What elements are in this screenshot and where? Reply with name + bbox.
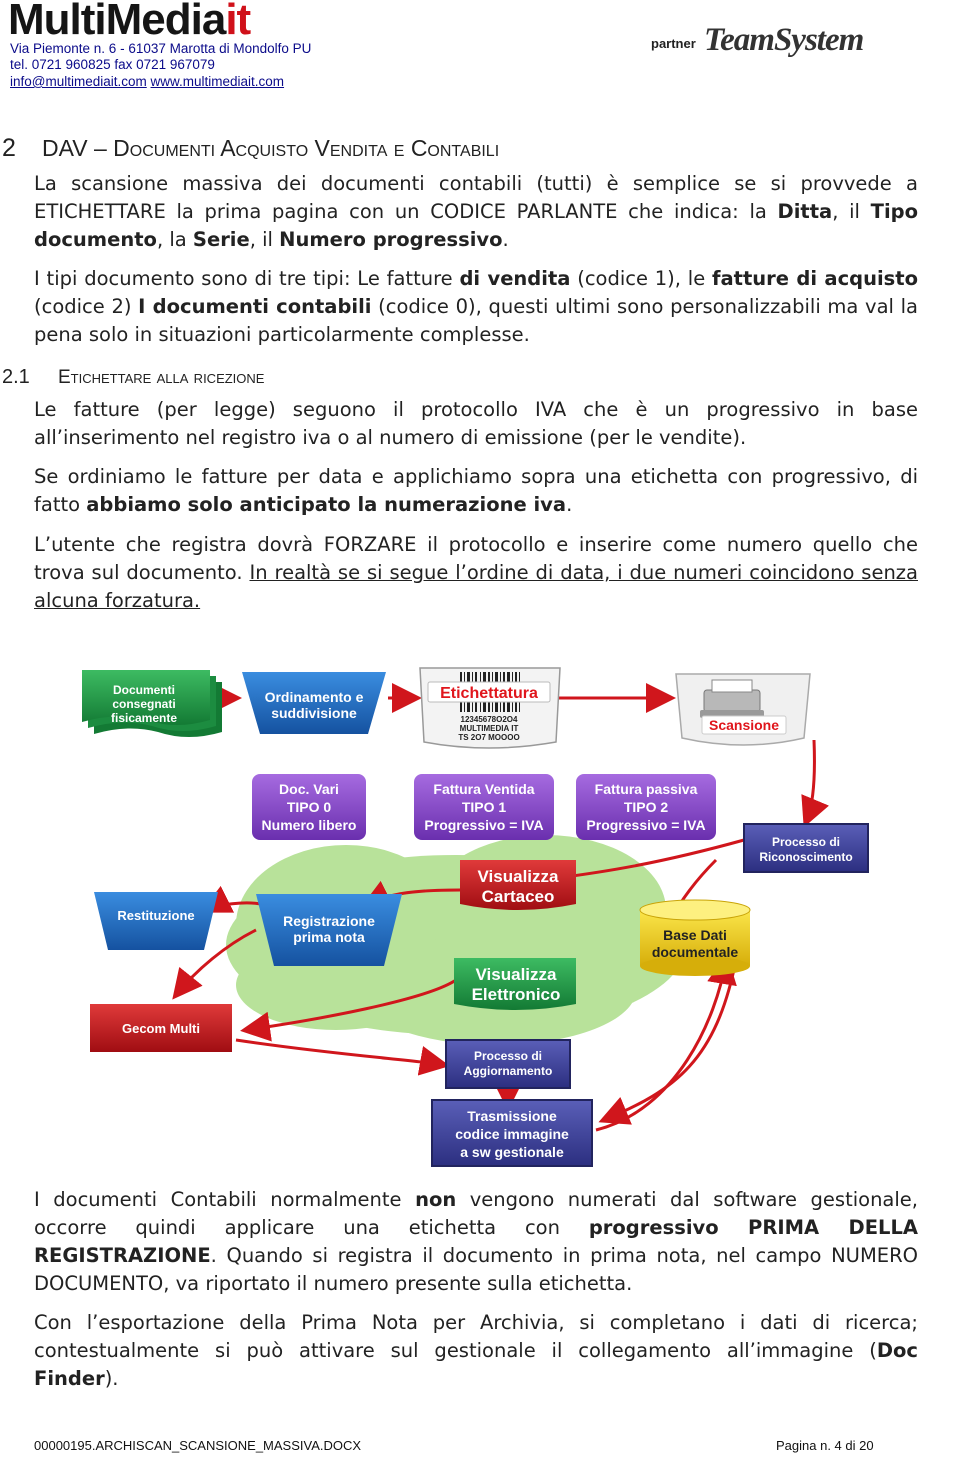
logo-part-1: MultiMedia	[8, 0, 226, 44]
barcode-line-2: MULTIMEDIA IT	[460, 724, 519, 733]
documenti-line-1: Documenti	[113, 683, 175, 697]
gecom-label: Gecom Multi	[122, 1021, 200, 1036]
footer-filename: 00000195.ARCHISCAN_SCANSIONE_MASSIVA.DOC…	[34, 1438, 362, 1453]
scansione-label: Scansione	[709, 717, 779, 733]
riconoscimento-node: Processo di Riconoscimento	[743, 823, 869, 873]
paragraph-5: L’utente che registra dovrà FORZARE il p…	[34, 533, 918, 612]
fattura-vendita-line-1: Fattura Ventida	[433, 781, 534, 797]
logo-part-2: it	[225, 0, 251, 44]
barcode-line-3: TS 2O7 MOOOO	[458, 733, 519, 742]
fattura-vendita-line-3: Progressivo = IVA	[424, 817, 543, 833]
company-logo: MultiMediait	[8, 0, 251, 46]
footer-page-number: Pagina n. 4 di 20	[776, 1438, 874, 1453]
fattura-passiva-line-1: Fattura passiva	[595, 781, 698, 797]
partner-label: partner	[651, 36, 696, 51]
trasmissione-line-2: codice immagine	[455, 1126, 569, 1142]
restituzione-label: Restituzione	[117, 908, 194, 923]
paragraph-1: La scansione massiva dei documenti conta…	[34, 172, 918, 251]
subsection-number: 2.1	[2, 366, 30, 388]
ordinamento-line-1: Ordinamento e	[265, 689, 364, 705]
paragraph-2: I tipi documento sono di tre tipi: Le fa…	[34, 267, 918, 346]
documenti-line-2: consegnati	[112, 697, 175, 711]
riconoscimento-line-1: Processo di	[772, 835, 840, 849]
gecom-node: Gecom Multi	[90, 1004, 232, 1052]
riconoscimento-line-2: Riconoscimento	[759, 850, 852, 864]
doc-vari-line-2: TIPO 0	[287, 799, 332, 815]
visualizza-elettronico-line-2: Elettronico	[472, 985, 561, 1004]
fattura-passiva-line-2: TIPO 2	[624, 799, 669, 815]
trasmissione-line-1: Trasmissione	[467, 1108, 557, 1124]
base-dati-node: Base Dati documentale	[639, 899, 751, 976]
paragraph-7: Con l’esportazione della Prima Nota per …	[34, 1311, 918, 1390]
etichettatura-label: Etichettatura	[440, 685, 538, 702]
scansione-node: Scansione	[675, 673, 811, 746]
company-address: Via Piemonte n. 6 - 61037 Marotta di Mon…	[10, 41, 312, 56]
restituzione-node: Restituzione	[94, 892, 218, 950]
teamsystem-logo: TeamSystem	[704, 22, 864, 58]
aggiornamento-node: Processo di Aggiornamento	[445, 1039, 571, 1089]
paragraph-6: I documenti Contabili normalmente non ve…	[34, 1188, 918, 1295]
doc-vari-line-3: Numero libero	[262, 817, 357, 833]
visualizza-elettronico-line-1: Visualizza	[476, 965, 557, 984]
fattura-vendita-line-2: TIPO 1	[462, 799, 507, 815]
visualizza-cartaceo-node: Visualizza Cartaceo	[460, 860, 576, 910]
trasmissione-node: Trasmissione codice immagine a sw gestio…	[431, 1099, 593, 1167]
fattura-passiva-line-3: Progressivo = IVA	[586, 817, 705, 833]
visualizza-elettronico-node: Visualizza Elettronico	[454, 958, 576, 1010]
documenti-line-3: fisicamente	[111, 711, 177, 725]
workflow-diagram: Documenti consegnati fisicamente Ordinam…	[82, 667, 869, 1167]
fattura-passiva-node: Fattura passiva TIPO 2 Progressivo = IVA	[576, 774, 716, 840]
documenti-node: Documenti consegnati fisicamente	[82, 670, 222, 737]
ordinamento-node: Ordinamento e suddivisione	[242, 672, 386, 734]
paragraph-4: Se ordiniamo le fatture per data e appli…	[34, 465, 918, 516]
doc-vari-node: Doc. Vari TIPO 0 Numero libero	[252, 774, 366, 840]
registrazione-node: Registrazione prima nota	[256, 894, 402, 966]
registrazione-line-1: Registrazione	[283, 913, 375, 929]
website-link[interactable]: www.multimediait.com	[150, 74, 285, 89]
barcode-line-1: 12345678O2O4	[461, 715, 518, 724]
aggiornamento-line-1: Processo di	[474, 1049, 542, 1063]
section-number: 2	[2, 134, 16, 162]
company-contacts: info@multimediait.com www.multimediait.c…	[10, 73, 284, 90]
registrazione-line-2: prima nota	[293, 929, 365, 945]
base-dati-line-1: Base Dati	[663, 927, 727, 943]
visualizza-cartaceo-line-1: Visualizza	[478, 867, 559, 886]
aggiornamento-line-2: Aggiornamento	[464, 1064, 553, 1078]
ordinamento-line-2: suddivisione	[271, 705, 357, 721]
paragraph-3: Le fatture (per legge) seguono il protoc…	[34, 398, 918, 449]
company-phone: tel. 0721 960825 fax 0721 967079	[10, 57, 215, 72]
visualizza-cartaceo-line-2: Cartaceo	[482, 887, 555, 906]
base-dati-line-2: documentale	[652, 944, 739, 960]
section-title: DAV – Documenti Acquisto Vendita e Conta…	[42, 135, 500, 161]
etichettatura-node: Etichettatura 12345678O2O4 MULTIMEDIA IT…	[419, 667, 561, 749]
fattura-vendita-node: Fattura Ventida TIPO 1 Progressivo = IVA	[414, 774, 554, 840]
subsection-title: Etichettare alla ricezione	[58, 367, 265, 388]
email-link[interactable]: info@multimediait.com	[10, 74, 147, 89]
section-heading: 2 DAV – Documenti Acquisto Vendita e Cont…	[2, 134, 499, 163]
doc-vari-line-1: Doc. Vari	[279, 781, 339, 797]
trasmissione-line-3: a sw gestionale	[460, 1144, 564, 1160]
subsection-heading: 2.1 Etichettare alla ricezione	[2, 366, 264, 389]
